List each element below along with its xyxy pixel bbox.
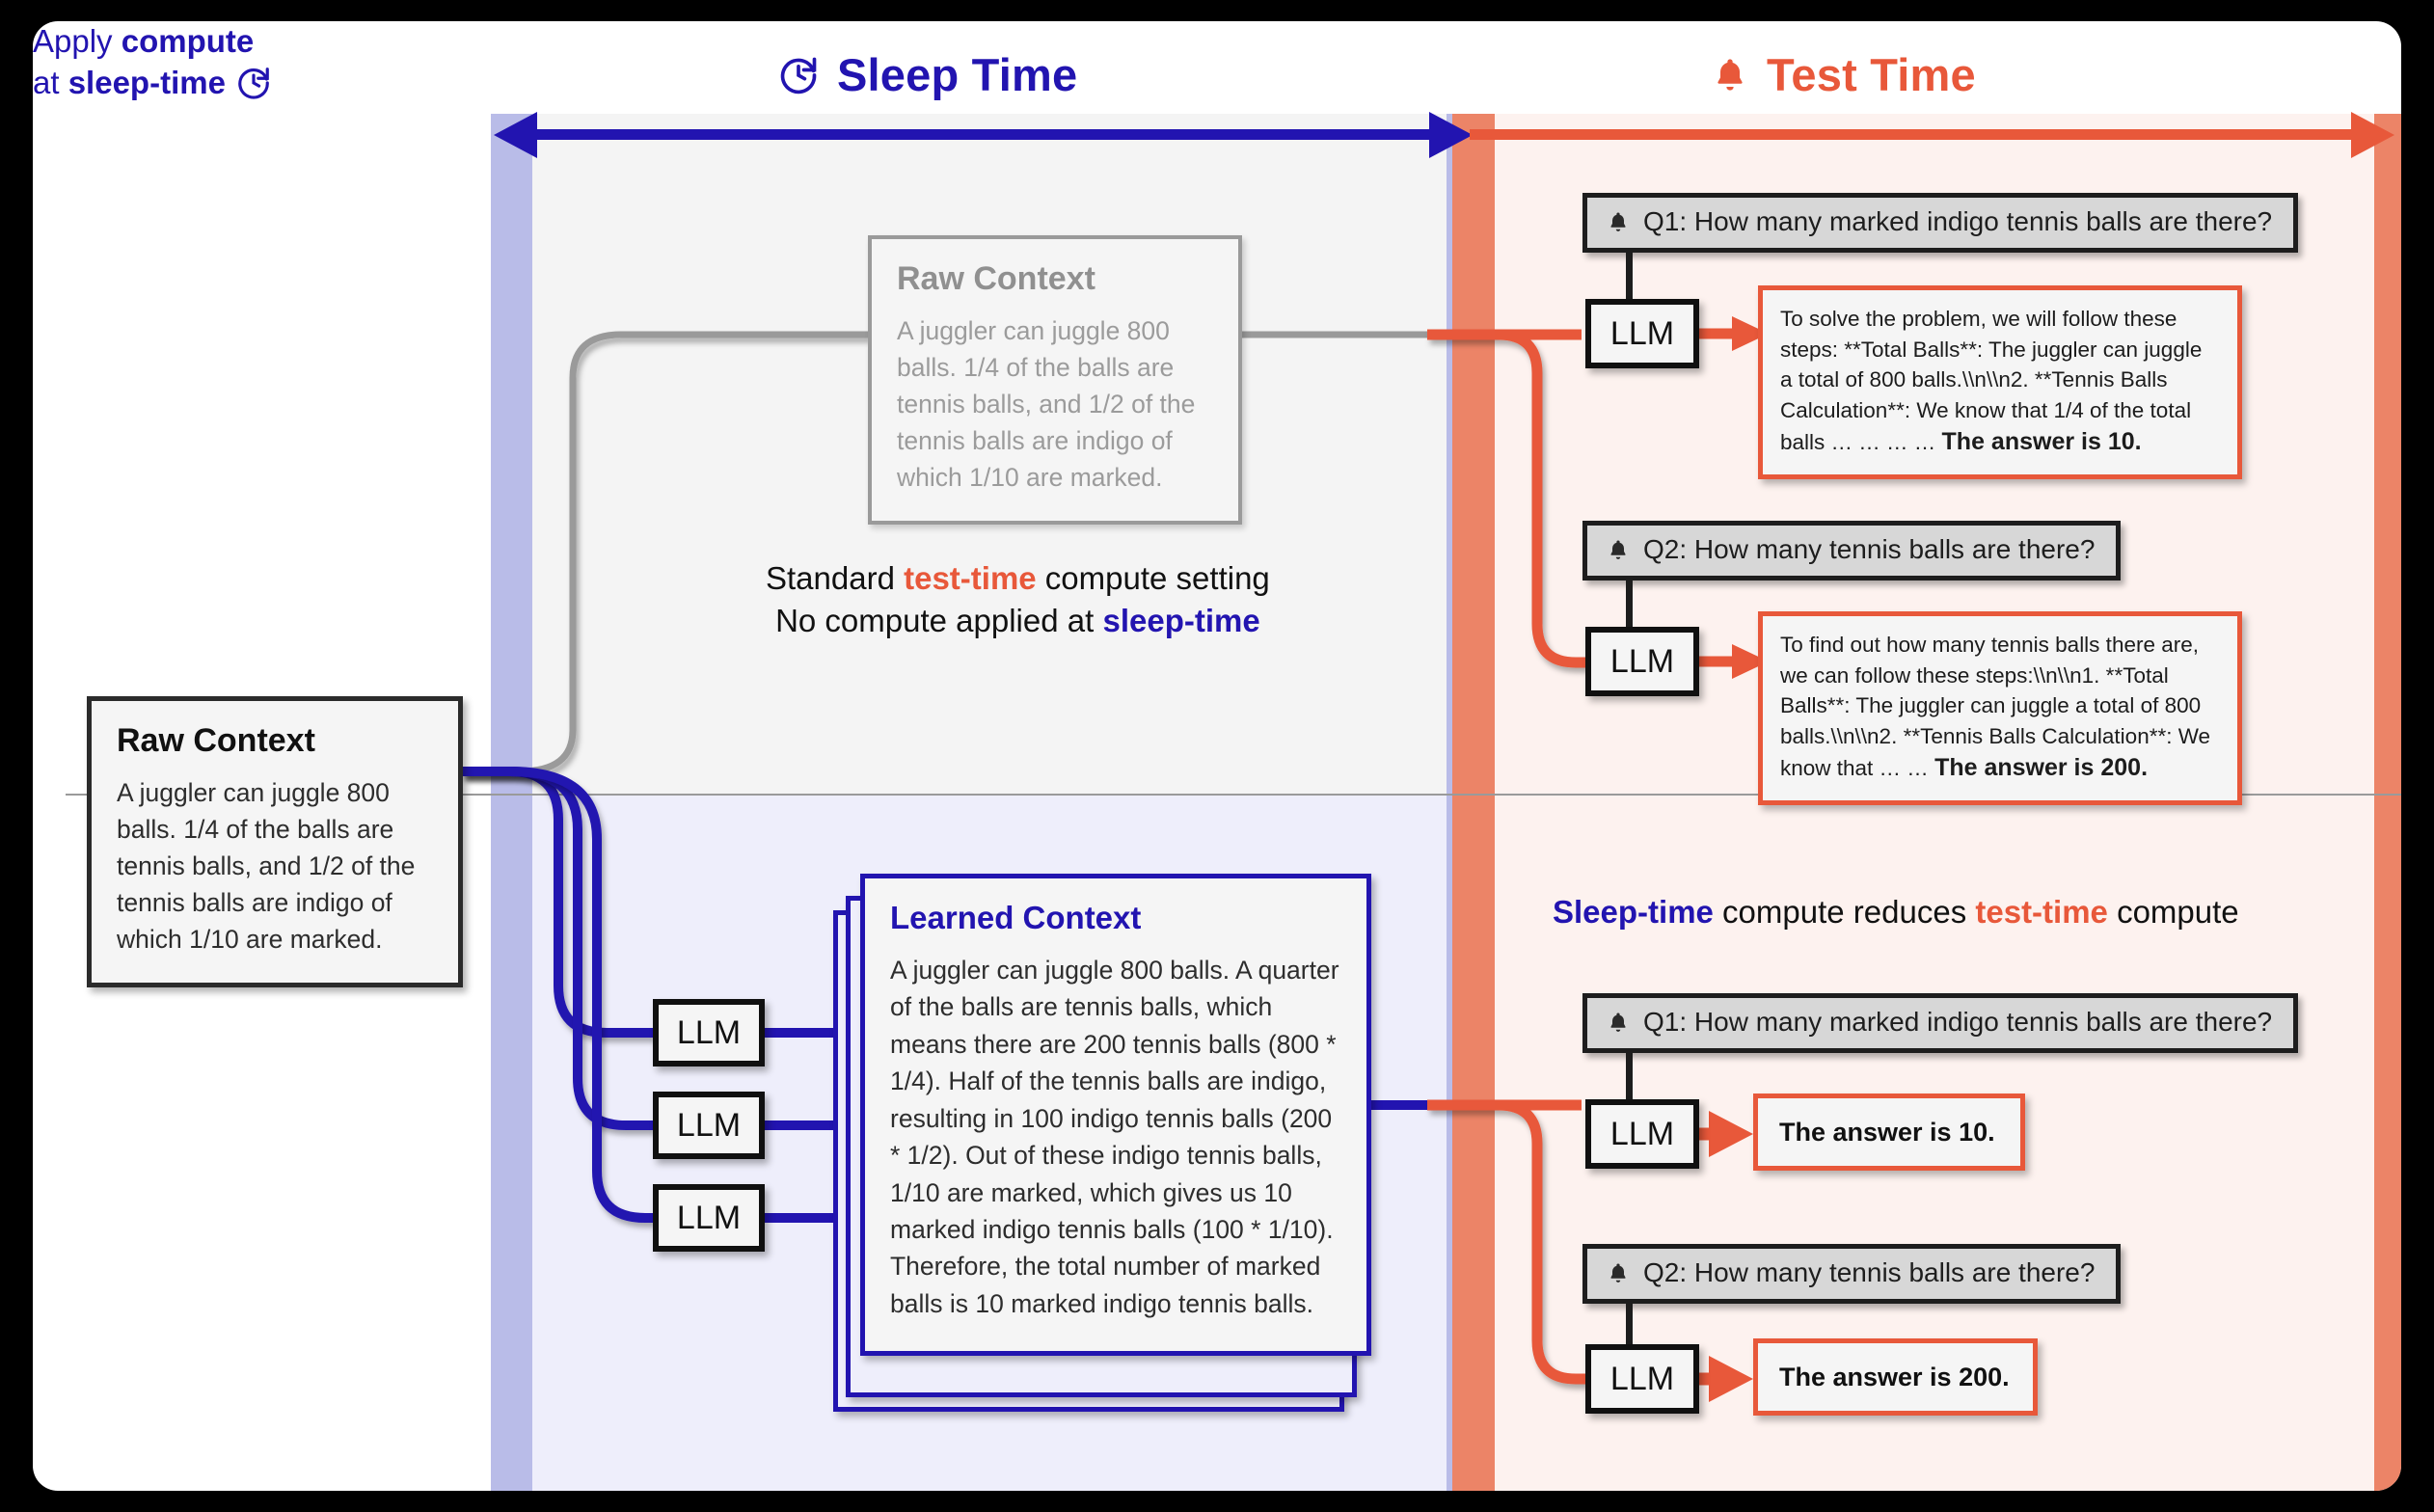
apply-line2-sleeptime: sleep-time <box>68 64 226 100</box>
learned-context-card: Learned Context A juggler can juggle 800… <box>860 874 1371 1357</box>
learned-context-body: A juggler can juggle 800 balls. A quarte… <box>890 956 1339 1318</box>
llm-box-sleep-3: LLM <box>653 1184 765 1252</box>
test-time-label: Test Time <box>1767 49 1976 100</box>
answer-top-q2-text: To find out how many tennis balls there … <box>1780 630 2220 785</box>
llm-label: LLM <box>1609 314 1675 352</box>
standard-setting-line2: No compute applied at sleep-time <box>766 600 1270 642</box>
connector-q2-bottom <box>1626 1302 1633 1356</box>
bell-icon <box>1711 54 1749 96</box>
question-pill-q1-bottom[interactable]: Q1: How many marked indigo tennis balls … <box>1582 993 2299 1053</box>
wire-test-bot-to-llm2 <box>1427 1099 1585 1385</box>
raw-context-card-top: Raw Context A juggler can juggle 800 bal… <box>868 235 1242 526</box>
question-text: Q1: How many marked indigo tennis balls … <box>1643 1007 2273 1037</box>
apply-compute-caption: Apply compute at sleep-time <box>33 21 2401 104</box>
connector-q2-top <box>1626 579 1633 633</box>
raw-context-left-title: Raw Context <box>117 722 315 759</box>
connector-wires <box>463 316 1769 1402</box>
standard-line2-sleeptime: sleep-time <box>1102 603 1260 639</box>
question-pill-q2-bottom[interactable]: Q2: How many tennis balls are there? <box>1582 1244 2122 1304</box>
apply-line1-part1: Apply <box>33 23 122 59</box>
answer-top-q1-reasoning: To solve the problem, we will follow the… <box>1780 307 2203 454</box>
connector-q1-bottom <box>1626 1051 1633 1105</box>
answer-top-q2-final: The answer is 200. <box>1934 754 2149 781</box>
standard-line1-testtime: test-time <box>904 560 1037 596</box>
sleep-time-axis-arrow-right <box>1429 112 1473 158</box>
sleep-time-axis-arrow-left <box>494 112 537 158</box>
llm-box-test-bottom-1: LLM <box>1585 1099 1699 1169</box>
answer-top-q1-final: The answer is 10. <box>1941 428 2142 455</box>
llm-label: LLM <box>1609 1115 1675 1152</box>
apply-caption-line2: at sleep-time <box>33 63 2401 104</box>
answer-card-bottom-q1: The answer is 10. <box>1753 1094 2025 1171</box>
wire-raw-to-top-context <box>463 331 868 775</box>
wire-raw-to-llm-s3 <box>463 767 653 1223</box>
arrowhead-llm1-answer1 <box>1732 316 1769 351</box>
raw-context-card-left: Raw Context A juggler can juggle 800 bal… <box>87 696 463 988</box>
standard-line1-part3: compute setting <box>1036 560 1270 596</box>
standard-line2-part1: No compute applied at <box>775 603 1103 639</box>
apply-line2-part1: at <box>33 64 68 100</box>
sleep-time-label: Sleep Time <box>837 49 1078 100</box>
reduce-compute-caption: Sleep-time compute reduces test-time com… <box>1553 891 2239 933</box>
sleep-time-title: Sleep Time <box>777 52 1077 97</box>
reduce-caption-mid: compute reduces <box>1713 894 1976 930</box>
question-text: Q2: How many tennis balls are there? <box>1643 534 2096 564</box>
bell-icon <box>1607 537 1630 563</box>
diagram-canvas: Sleep Time Test Time Raw Context A juggl… <box>33 21 2401 1491</box>
raw-context-left-body: A juggler can juggle 800 balls. 1/4 of t… <box>117 778 416 954</box>
reduce-caption-testtime: test-time <box>1975 894 2108 930</box>
llm-label: LLM <box>1609 1360 1675 1397</box>
standard-setting-caption: Standard test-time compute setting No co… <box>766 557 1270 642</box>
question-pill-q2-top[interactable]: Q2: How many tennis balls are there? <box>1582 521 2122 580</box>
llm-box-test-top-2: LLM <box>1585 627 1699 696</box>
connector-q1-top <box>1626 251 1633 305</box>
arrowhead-llm-b2 <box>1709 1356 1753 1402</box>
test-time-axis-arrow-right <box>2351 112 2394 158</box>
answer-card-top-q1: To solve the problem, we will follow the… <box>1758 285 2242 479</box>
sleep-time-axis-line <box>515 129 1455 140</box>
llm-label: LLM <box>676 1199 742 1236</box>
answer-bottom-q1-text: The answer is 10. <box>1779 1117 1995 1147</box>
answer-bottom-q2-text: The answer is 200. <box>1779 1362 2010 1391</box>
llm-box-sleep-1: LLM <box>653 999 765 1066</box>
answer-top-q2-reasoning: To find out how many tennis balls there … <box>1780 633 2211 780</box>
wire-test-top-to-llm2 <box>1427 329 1585 668</box>
raw-context-top-body: A juggler can juggle 800 balls. 1/4 of t… <box>897 316 1196 492</box>
arrowhead-llm-b1 <box>1709 1111 1753 1157</box>
bell-icon <box>1607 1260 1630 1286</box>
learned-context-title: Learned Context <box>890 900 1142 935</box>
clock-refresh-icon <box>777 54 820 96</box>
raw-context-top-title: Raw Context <box>897 260 1095 297</box>
answer-top-q1-text: To solve the problem, we will follow the… <box>1780 304 2220 459</box>
apply-caption-line1: Apply compute <box>33 21 2401 63</box>
reduce-caption-end: compute <box>2107 894 2239 930</box>
test-time-title: Test Time <box>1711 52 1976 97</box>
llm-label: LLM <box>1609 642 1675 680</box>
question-pill-q1-top[interactable]: Q1: How many marked indigo tennis balls … <box>1582 193 2299 253</box>
llm-box-test-top-1: LLM <box>1585 299 1699 368</box>
llm-box-test-bottom-2: LLM <box>1585 1344 1699 1414</box>
bell-icon <box>1607 209 1630 235</box>
apply-line1-compute: compute <box>121 23 255 59</box>
standard-setting-line1: Standard test-time compute setting <box>766 557 1270 600</box>
arrowhead-llm2-answer2 <box>1732 644 1769 679</box>
test-time-axis-line <box>1470 129 2362 140</box>
standard-line1-part1: Standard <box>766 560 905 596</box>
llm-box-sleep-2: LLM <box>653 1092 765 1159</box>
llm-label: LLM <box>676 1013 742 1051</box>
llm-label: LLM <box>676 1106 742 1144</box>
question-text: Q2: How many tennis balls are there? <box>1643 1257 2096 1287</box>
wire-raw-to-llm-s1 <box>463 767 653 1038</box>
clock-refresh-icon <box>235 65 272 101</box>
reduce-caption-sleeptime: Sleep-time <box>1553 894 1714 930</box>
question-text: Q1: How many marked indigo tennis balls … <box>1643 206 2273 236</box>
answer-card-bottom-q2: The answer is 200. <box>1753 1338 2038 1416</box>
answer-card-top-q2: To find out how many tennis balls there … <box>1758 611 2242 805</box>
bell-icon <box>1607 1010 1630 1036</box>
